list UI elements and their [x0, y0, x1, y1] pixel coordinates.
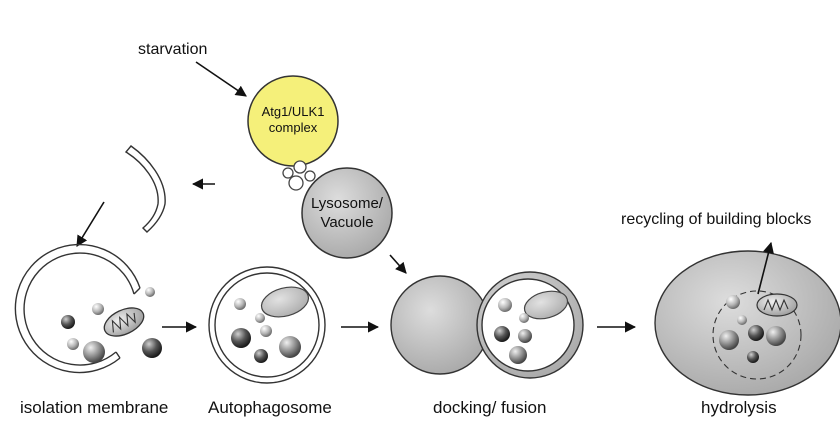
- vesicle: [288, 175, 304, 191]
- cargo-particle: [747, 351, 759, 363]
- cargo-particle: [519, 313, 529, 323]
- mitochondrion-icon: [103, 307, 145, 337]
- vesicle: [282, 167, 294, 179]
- label-docking-fusion: docking/ fusion: [433, 398, 547, 417]
- cargo-particle: [92, 303, 104, 315]
- arrow-to-isolation: [76, 201, 105, 247]
- cargo-particle: [518, 329, 532, 343]
- vesicle: [293, 160, 307, 174]
- label-recycling: recycling of building blocks: [621, 211, 812, 228]
- degrading-membrane: [712, 290, 802, 380]
- cargo-particle: [726, 295, 740, 309]
- cargo-particle: [234, 298, 246, 310]
- cargo-particle: [254, 349, 268, 363]
- cargo-particle: [494, 326, 510, 342]
- phagophore-curve: [124, 145, 166, 233]
- mitochondrion-icon: [756, 293, 798, 317]
- vesicle: [304, 170, 316, 182]
- fusing-lysosome: [390, 275, 490, 375]
- cargo-particle: [61, 315, 75, 329]
- atg1-complex-circle: [247, 75, 339, 167]
- autophagosome-inner: [214, 272, 320, 378]
- label-atg1-complex: Atg1/ULK1 complex: [248, 104, 338, 136]
- arrow-starvation: [195, 61, 247, 97]
- cargo-particle: [498, 298, 512, 312]
- cargo-particle: [279, 336, 301, 358]
- isolation-membrane-outer: [14, 243, 141, 374]
- cargo-particle: [766, 326, 786, 346]
- cargo-particle: [142, 338, 162, 358]
- label-lysosome: Lysosome/ Vacuole: [302, 194, 392, 232]
- arrow-recycling: [757, 241, 774, 295]
- cargo-particle: [255, 313, 265, 323]
- label-atg1-line1: Atg1/ULK1: [261, 104, 325, 119]
- cargo-particle: [748, 325, 764, 341]
- label-autophagosome: Autophagosome: [208, 398, 332, 417]
- label-atg1-line2: complex: [268, 120, 318, 135]
- isolation-membrane-inner: [23, 252, 135, 366]
- label-isolation-membrane: isolation membrane: [20, 398, 169, 417]
- cargo-particle: [145, 287, 155, 297]
- organelle: [523, 290, 569, 320]
- cargo-particle: [719, 330, 739, 350]
- cargo-particle: [231, 328, 251, 348]
- cargo-particle: [509, 346, 527, 364]
- label-lysosome-line2: Vacuole: [320, 214, 374, 231]
- vacuole-body: [654, 250, 840, 396]
- cargo-particle: [260, 325, 272, 337]
- label-starvation: starvation: [138, 41, 208, 58]
- organelle: [260, 286, 310, 318]
- lysosome-circle: [301, 167, 393, 259]
- cargo-particle: [737, 315, 747, 325]
- arrow-lysosome-to-fusion: [389, 254, 407, 274]
- label-hydrolysis: hydrolysis: [701, 398, 777, 417]
- cargo-particle: [83, 341, 105, 363]
- cargo-particle: [67, 338, 79, 350]
- label-lysosome-line1: Lysosome/: [311, 195, 383, 212]
